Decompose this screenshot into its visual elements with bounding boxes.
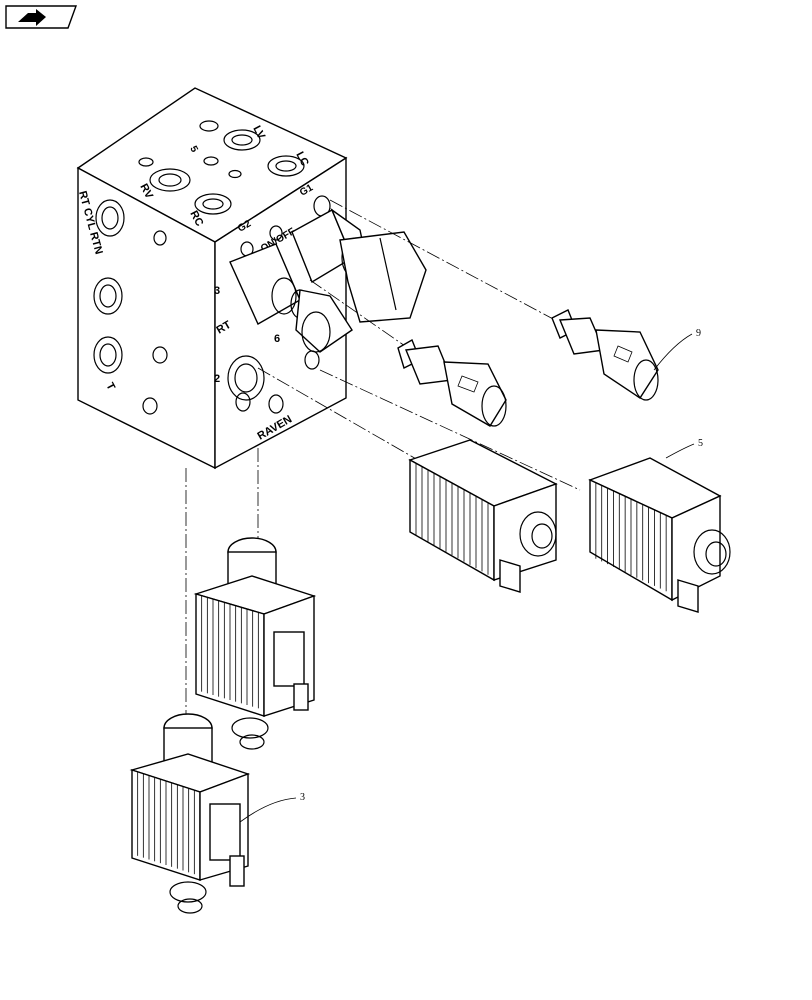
label-6: 6 <box>274 333 280 345</box>
callout-3-label: 3 <box>300 792 305 803</box>
callout-5-label: 5 <box>698 438 703 449</box>
label-lv: LV <box>250 124 267 142</box>
label-t: T <box>103 381 117 393</box>
label-2: 2 <box>214 373 220 385</box>
callout-3: 3 <box>239 792 305 823</box>
coil-5-left <box>408 439 558 593</box>
label-5: 5 <box>187 144 200 154</box>
arrow-icon <box>18 9 46 26</box>
leader-lines <box>185 199 581 720</box>
nav-button[interactable] <box>5 5 77 29</box>
manifold-block: LV LC RC RV 5 RT CYL RTN T G2 ON/OFF 3 R… <box>76 87 348 470</box>
fitting-lower <box>229 243 353 353</box>
pressure-sensor-middle <box>397 338 507 427</box>
callout-5: 5 <box>665 438 703 459</box>
pressure-sensor-9 <box>551 309 659 401</box>
callout-9: 9 <box>653 328 701 371</box>
label-3-front: 3 <box>214 285 220 297</box>
fitting-upper <box>291 208 427 323</box>
callout-9-label: 9 <box>696 328 701 339</box>
solenoid-valve-upper <box>193 537 317 750</box>
